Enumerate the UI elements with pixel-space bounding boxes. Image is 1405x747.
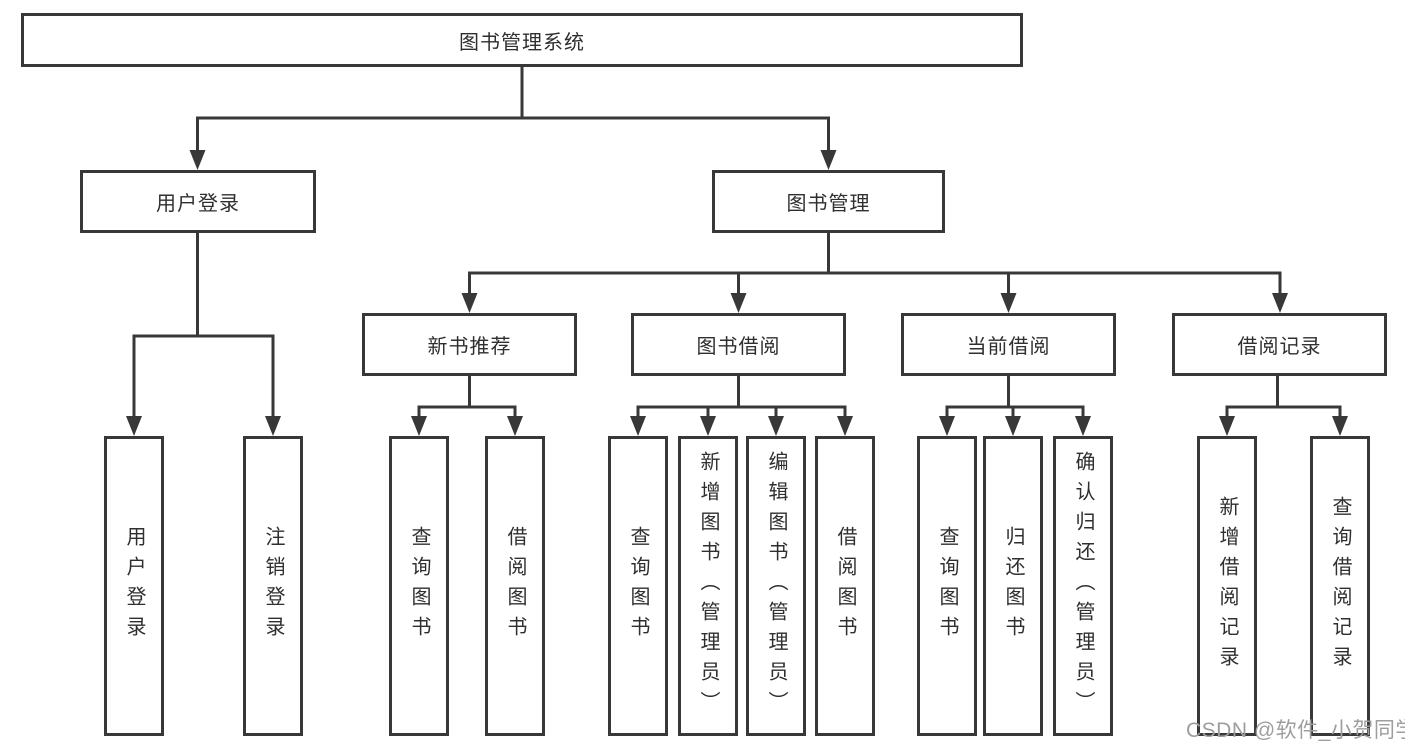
node-user-login: 用户登录 — [80, 170, 316, 233]
leaf-user-login-label: 用户登录 — [123, 526, 145, 646]
node-system-root-label: 图书管理系统 — [459, 31, 585, 54]
leaf-borrow-books-label: 借阅图书 — [834, 526, 856, 646]
node-book-management: 图书管理 — [712, 170, 945, 233]
leaf-query-books-recommend-label: 查询图书 — [408, 526, 430, 646]
node-book-management-label: 图书管理 — [786, 193, 871, 215]
leaf-return-book-label: 归还图书 — [1002, 526, 1024, 646]
node-borrow-records-label: 借阅记录 — [1237, 336, 1322, 358]
node-system-root: 图书管理系统 — [21, 13, 1023, 67]
leaf-edit-book-admin-label: 编辑图书（管理员） — [765, 451, 787, 721]
node-new-book-recommend: 新书推荐 — [362, 313, 577, 376]
leaf-return-book: 归还图书 — [983, 436, 1043, 736]
leaf-add-borrow-record-label: 新增借阅记录 — [1216, 496, 1238, 676]
leaf-add-borrow-record: 新增借阅记录 — [1197, 436, 1257, 736]
leaf-user-login: 用户登录 — [104, 436, 164, 736]
node-borrow-records: 借阅记录 — [1172, 313, 1387, 376]
connector-root — [196, 65, 830, 166]
leaf-query-books-current-label: 查询图书 — [936, 526, 958, 646]
leaf-confirm-return-admin-label: 确认归还（管理员） — [1072, 451, 1094, 721]
node-new-book-recommend-label: 新书推荐 — [427, 336, 512, 358]
leaf-query-books-current: 查询图书 — [917, 436, 977, 736]
node-current-borrow-label: 当前借阅 — [966, 336, 1051, 358]
leaf-add-book-admin-label: 新增图书（管理员） — [697, 451, 719, 721]
leaf-query-books-borrow-label: 查询图书 — [627, 526, 649, 646]
leaf-borrow-books-recommend: 借阅图书 — [485, 436, 545, 736]
leaf-query-borrow-record-label: 查询借阅记录 — [1329, 496, 1351, 676]
connector-book-borrow — [636, 374, 847, 432]
connector-new-book — [417, 374, 517, 432]
node-book-borrow: 图书借阅 — [631, 313, 846, 376]
leaf-confirm-return-admin: 确认归还（管理员） — [1053, 436, 1113, 736]
leaf-logout: 注销登录 — [243, 436, 303, 736]
connector-borrow-records — [1225, 374, 1342, 432]
connector-user-login — [132, 231, 275, 432]
leaf-query-books-recommend: 查询图书 — [389, 436, 449, 736]
leaf-borrow-books-recommend-label: 借阅图书 — [504, 526, 526, 646]
csdn-watermark: CSDN @软件_小贺同学 — [1186, 719, 1405, 742]
leaf-query-borrow-record: 查询借阅记录 — [1310, 436, 1370, 736]
arrowheads — [126, 150, 1348, 436]
node-current-borrow: 当前借阅 — [901, 313, 1116, 376]
connector-book-management — [468, 231, 1282, 309]
leaf-borrow-books: 借阅图书 — [815, 436, 875, 736]
leaf-query-books-borrow: 查询图书 — [608, 436, 668, 736]
node-user-login-label: 用户登录 — [156, 193, 240, 215]
leaf-logout-label: 注销登录 — [262, 526, 284, 646]
node-book-borrow-label: 图书借阅 — [696, 336, 781, 358]
leaf-edit-book-admin: 编辑图书（管理员） — [746, 436, 806, 736]
leaf-add-book-admin: 新增图书（管理员） — [678, 436, 738, 736]
